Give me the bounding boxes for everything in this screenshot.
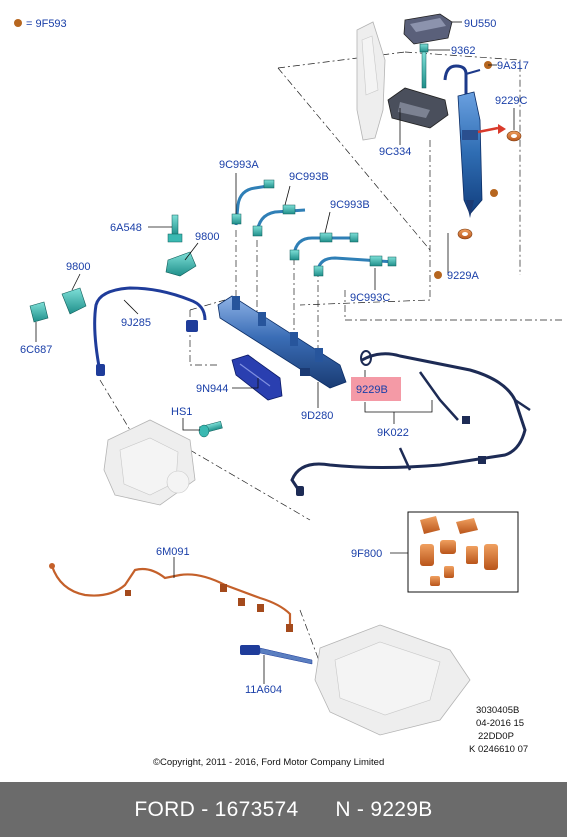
label-9n944: 9N944: [196, 383, 228, 395]
label-9c993b-2: 9C993B: [330, 199, 370, 211]
bolt-hs1: [198, 420, 223, 438]
bolt-9362: [419, 43, 429, 89]
label-9c993b-1: 9C993B: [289, 171, 329, 183]
clamp-9c334: [387, 87, 449, 129]
pipe-9c993b-2: [289, 232, 359, 261]
label-9c993a: 9C993A: [219, 159, 259, 171]
pipe-9c993c: [313, 255, 397, 277]
label-9d280: 9D280: [301, 410, 333, 422]
cover-9u550: [403, 13, 453, 45]
connector-9800-a: [165, 251, 197, 277]
label-6a548: 6A548: [110, 222, 142, 234]
footer-text: FORD - 1673574 N - 9229B: [134, 797, 433, 821]
label-9f800: 9F800: [351, 548, 382, 560]
connector-9800-b: [61, 287, 87, 315]
sensor-6a548: [167, 214, 183, 243]
injector: [457, 91, 506, 218]
reference-line-4: K 0246610 07: [469, 744, 528, 755]
orange-dot-icon: [490, 189, 498, 197]
pipe-9a317: [443, 64, 481, 110]
highlight-box: [351, 377, 401, 401]
label-9k022: 9K022: [377, 427, 409, 439]
pipe-9c993a: [231, 179, 275, 226]
part-labels: 9U550 9362 9A317 9229C 9C334 9229A 9C993…: [20, 18, 529, 696]
hose-9j285: [93, 286, 207, 376]
label-9c334: 9C334: [379, 146, 411, 158]
label-9u550: 9U550: [464, 18, 496, 30]
label-9a317: 9A317: [497, 60, 529, 72]
leader-lines: [35, 21, 515, 684]
label-9229c: 9229C: [495, 95, 527, 107]
label-9c993c: 9C993C: [350, 292, 390, 304]
orange-dot-icon: [14, 19, 22, 27]
label-6c687: 6C687: [20, 344, 52, 356]
ghost-pump: [103, 419, 196, 506]
reference-line-2: 04-2016 15: [476, 718, 524, 729]
part-number-footer: FORD - 1673574 N - 9229B: [0, 782, 567, 837]
orange-dot-icon: [434, 271, 442, 279]
reference-block: 3030405B 04-2016 15 22DD0P K 0246610 07: [469, 705, 528, 755]
parts-diagram: = 9F593: [14, 13, 565, 768]
harness-6m091: [49, 563, 293, 632]
seal-kit-9f800: [407, 511, 519, 593]
fuel-rail-9d280: [217, 295, 347, 389]
harness-9k022: [290, 350, 531, 496]
glow-plug-11a604: [240, 645, 313, 665]
label-9362: 9362: [451, 45, 475, 57]
label-9229a: 9229A: [447, 270, 479, 282]
legend: = 9F593: [14, 18, 67, 30]
reference-line-3: 22DD0P: [478, 731, 514, 742]
pipe-9c993b-1: [252, 204, 306, 237]
washer-9229a: [457, 228, 473, 240]
ghost-injector: [356, 21, 386, 141]
legend-label: = 9F593: [26, 18, 67, 30]
label-hs1: HS1: [171, 406, 192, 418]
copyright-text: ©Copyright, 2011 - 2016, Ford Motor Comp…: [153, 757, 384, 768]
connector-6c687: [29, 301, 49, 323]
label-6m091: 6M091: [156, 546, 190, 558]
reference-line-1: 3030405B: [476, 705, 519, 716]
label-9j285: 9J285: [121, 317, 151, 329]
bracket-9n944: [231, 354, 283, 401]
label-11a604: 11A604: [245, 684, 282, 696]
label-9800-b: 9800: [66, 261, 90, 273]
label-9800-a: 9800: [195, 231, 219, 243]
ghost-cylinder-head: [314, 624, 471, 736]
label-9229b: 9229B: [356, 384, 388, 396]
washer-9229c: [506, 130, 522, 142]
